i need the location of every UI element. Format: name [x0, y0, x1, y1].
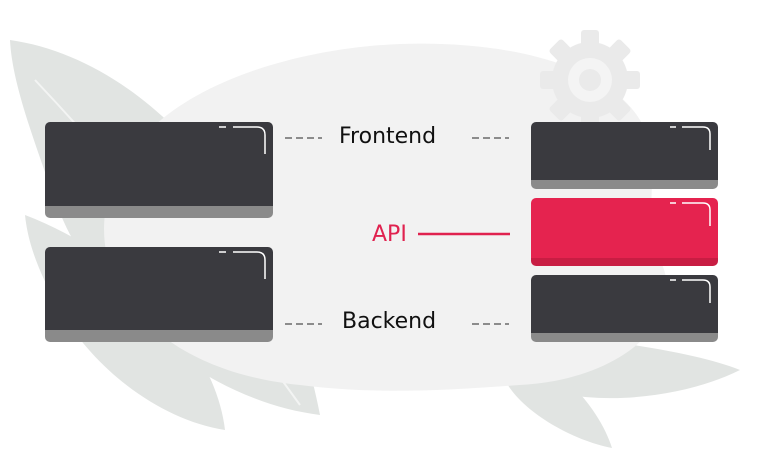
api-right-block [531, 198, 718, 266]
window-corner-icon [670, 279, 711, 303]
backend-left-block [45, 247, 273, 342]
frontend-left-block [45, 122, 273, 218]
frontend-right-block [531, 122, 718, 189]
window-corner-icon [670, 126, 711, 150]
window-corner-icon [670, 202, 711, 226]
window-corner-icon [219, 126, 266, 154]
frontend-label: Frontend [339, 124, 437, 149]
backend-right-block [531, 275, 718, 342]
window-corner-icon [219, 251, 266, 279]
api-label: API [372, 222, 407, 247]
gear-icon [540, 30, 640, 130]
backend-label: Backend [342, 309, 437, 334]
